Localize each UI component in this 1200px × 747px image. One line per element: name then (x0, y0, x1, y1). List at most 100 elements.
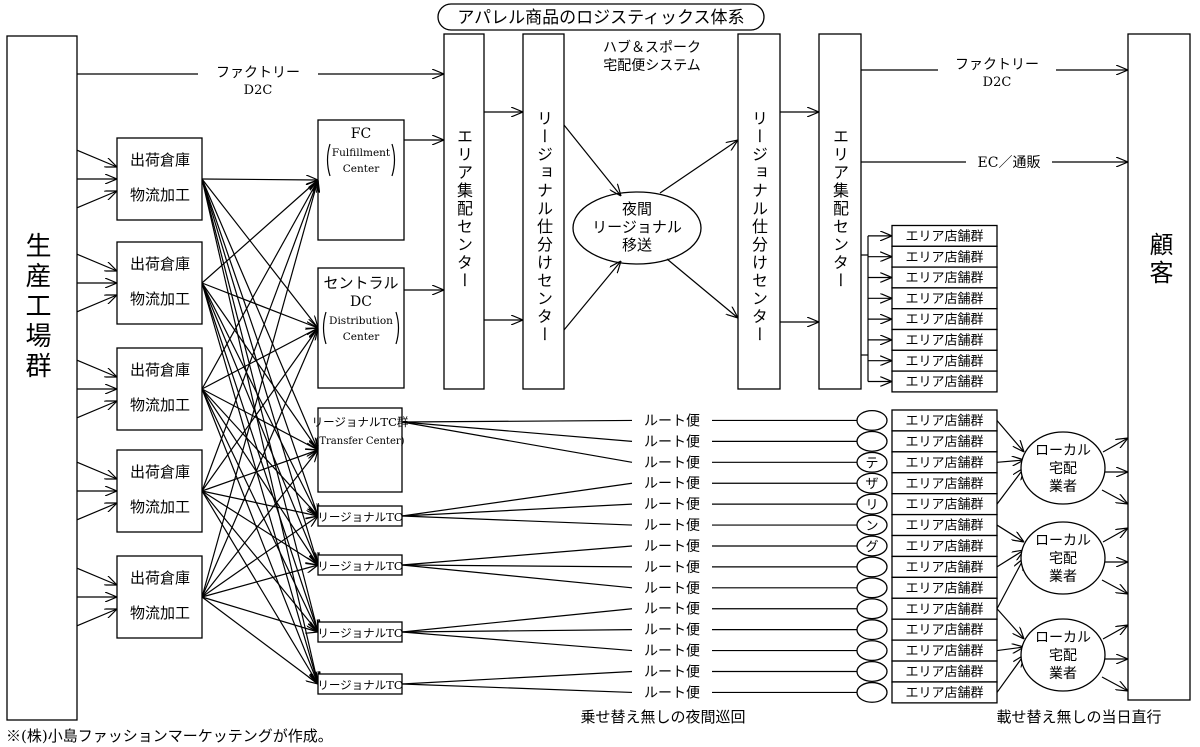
store-label: エリア店舗群 (905, 354, 983, 369)
store-label: エリア店舗群 (905, 686, 983, 701)
store-label: エリア店舗群 (905, 230, 983, 245)
regional-center-left-label: リージョナル仕分けセンター (534, 110, 553, 344)
terrain-char: テ (865, 456, 878, 471)
edge-d2c-right: D2C (983, 75, 1012, 90)
store-to-local-arrow (996, 608, 1024, 639)
night-line-3: 移送 (622, 236, 652, 254)
local-to-customer-arrow (1101, 489, 1128, 504)
area-center-right-label: エリア集配センター (830, 128, 849, 290)
store-to-local-arrow (996, 647, 1024, 651)
store-to-local-arrow (996, 524, 1024, 542)
dc-title-1: セントラル (323, 274, 398, 292)
warehouse-box (116, 347, 203, 431)
fc-title: FC (351, 126, 371, 142)
route-label: ルート便 (644, 665, 700, 681)
route-label: ルート便 (644, 413, 700, 429)
route-label: ルート便 (644, 497, 700, 513)
store-box (891, 681, 998, 704)
regional-center-right-label: リージョナル仕分けセンター (749, 110, 768, 344)
local-delivery-ellipse (1020, 618, 1106, 692)
route-label: ルート便 (644, 434, 700, 450)
night-line-1: 夜間 (622, 200, 652, 218)
warehouse-mesh-arrow (201, 388, 318, 516)
area-center-left-label: エリア集配センター (454, 128, 473, 290)
dc-title-2: DC (350, 294, 372, 310)
local-to-customer-arrow (1102, 438, 1128, 453)
edge-ec: EC／通販 (978, 155, 1041, 171)
store-to-local-arrow (996, 655, 1024, 693)
store-to-local-arrow (996, 420, 1024, 452)
warehouse-mesh-arrow (201, 388, 318, 450)
warehouse-mesh-arrow (201, 328, 318, 598)
fc-box (317, 119, 405, 241)
warehouse-mesh-arrow (201, 178, 318, 632)
route-label: ルート便 (644, 685, 700, 701)
local-label-2: 宅配 (1049, 551, 1077, 567)
route-label: ルート便 (644, 602, 700, 618)
warehouse-label-1: 出荷倉庫 (130, 569, 190, 587)
route-label: ルート便 (644, 644, 700, 660)
route-oval (856, 681, 888, 703)
local-label-2: 宅配 (1049, 648, 1077, 664)
warehouse-label-2: 物流加工 (130, 186, 190, 204)
store-to-local-arrow (996, 558, 1024, 610)
rtc-label: リージョナルTC (317, 678, 402, 692)
route-line-left (401, 683, 633, 694)
factory-to-warehouse-arrow (76, 191, 117, 209)
local-to-customer-arrow (1101, 579, 1128, 594)
route-oval (856, 577, 888, 599)
route-line-left (401, 564, 633, 568)
warehouse-label-1: 出荷倉庫 (130, 463, 190, 481)
factory-to-warehouse-arrow (76, 359, 117, 377)
local-label-3: 業者 (1049, 666, 1077, 682)
warehouse-mesh-arrow (201, 180, 318, 492)
warehouse-mesh-arrow (201, 490, 318, 516)
route-oval (856, 514, 888, 536)
route-oval (856, 619, 888, 641)
regional-to-night-arrow (563, 124, 621, 196)
dc-paren-left (322, 311, 327, 345)
store-label: エリア店舗群 (905, 665, 983, 680)
route-oval (856, 493, 888, 515)
store-label: エリア店舗群 (905, 560, 983, 575)
regional-center-left-box (522, 33, 565, 390)
factory-to-warehouse-arrow (76, 253, 117, 271)
warehouse-mesh-arrow (201, 282, 318, 450)
warehouse-mesh-arrow (201, 282, 318, 632)
local-label-1: ローカル (1035, 533, 1091, 549)
night-line-2: リージョナル (592, 218, 682, 236)
local-label-3: 業者 (1049, 479, 1077, 495)
factory-to-warehouse-arrow (76, 149, 117, 167)
edge-factory-top: ファクトリー (216, 65, 300, 81)
factory-to-warehouse-arrow (76, 503, 117, 521)
warehouse-box (116, 555, 203, 639)
route-oval (856, 640, 888, 662)
route-label: ルート便 (644, 539, 700, 555)
dc-subtitle-1: Distribution (329, 315, 393, 327)
customers-label: 顧客 (1145, 232, 1173, 288)
factory-to-warehouse-arrow (76, 295, 117, 313)
store-box (891, 370, 998, 393)
dc-box (317, 267, 405, 389)
fc-subtitle-2: Center (343, 163, 380, 175)
local-label-2: 宅配 (1049, 461, 1077, 477)
store-label: エリア店舗群 (905, 602, 983, 617)
hub-spoke-line-2: 宅配便システム (603, 58, 701, 74)
route-line-left (401, 631, 633, 652)
warehouse-mesh-arrow (201, 596, 318, 632)
regional-to-night-arrow (563, 261, 621, 331)
warehouse-mesh-arrow (201, 179, 318, 180)
route-line-left (401, 482, 633, 517)
rtc-group-title: リージョナルTC群 (312, 415, 409, 429)
warehouse-box (116, 449, 203, 533)
store-label: エリア店舗群 (905, 644, 983, 659)
route-label: ルート便 (644, 560, 700, 576)
area-center-right-box (818, 33, 862, 390)
route-line-left (401, 421, 633, 463)
route-oval (856, 660, 888, 683)
edge-d2c-top: D2C (244, 83, 273, 98)
local-delivery-ellipse (1020, 431, 1106, 505)
route-label: ルート便 (644, 476, 700, 492)
warehouse-mesh-arrow (201, 178, 318, 328)
